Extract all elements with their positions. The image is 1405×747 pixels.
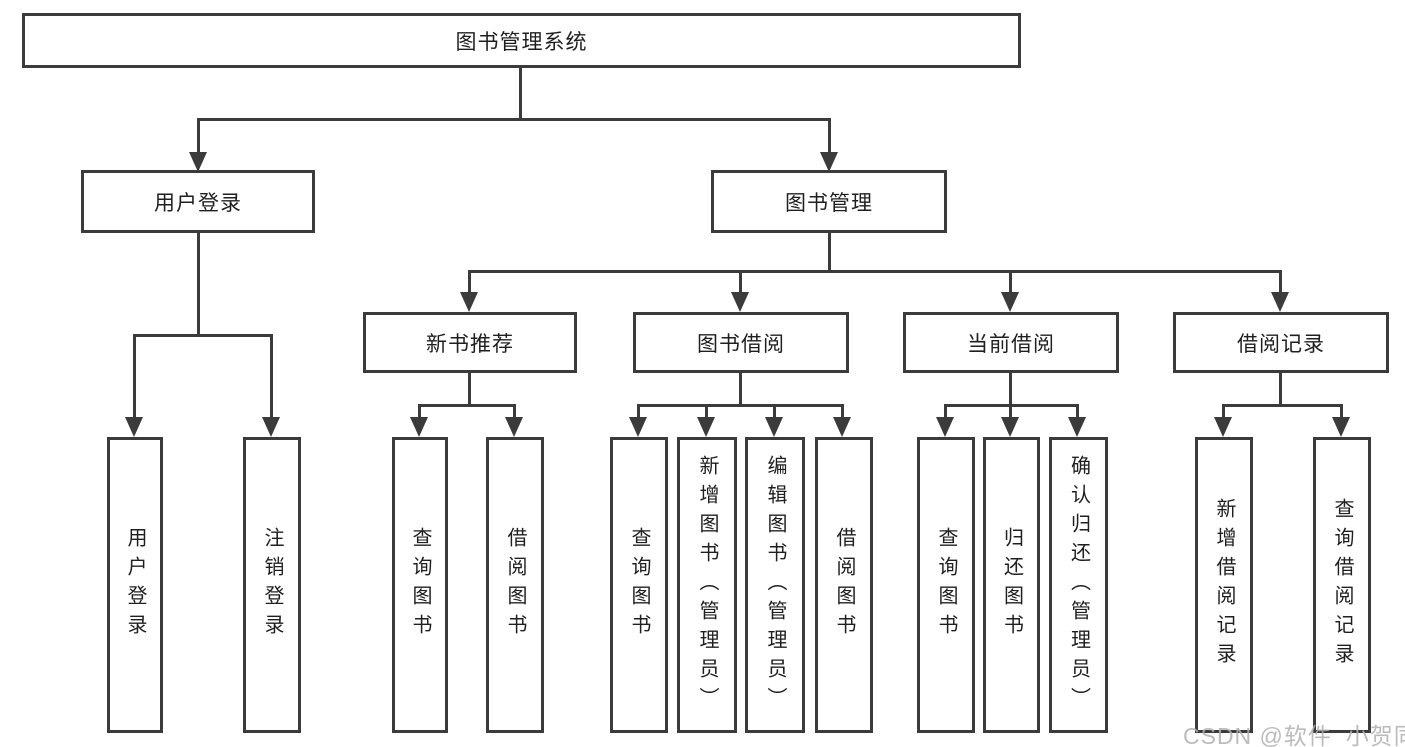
- arrow-down-add-record: [1214, 417, 1232, 437]
- node-borrow-record-label: 借阅记录: [1237, 332, 1325, 356]
- node-root-label: 图书管理系统: [455, 30, 588, 54]
- arrow-down-bor-borrow: [833, 417, 851, 437]
- connector-stem-user-login: [197, 118, 200, 154]
- connector-stem-book-borrow: [739, 270, 742, 294]
- connector-stem-bor-borrow: [841, 404, 844, 420]
- arrow-down-cur-query: [936, 417, 954, 437]
- connector-stem-bor-query: [637, 404, 640, 420]
- leaf-bor-edit-book-admin-label: 编辑图书（管理员）: [764, 454, 786, 716]
- leaf-user-login-label: 用户登录: [124, 527, 146, 643]
- csdn-watermark: CSDN @软件_小贺同学: [1183, 723, 1405, 747]
- leaf-cur-confirm-return-admin: 确认归还（管理员）: [1049, 437, 1108, 733]
- node-current-borrow-label: 当前借阅: [967, 332, 1055, 356]
- arrow-down-book-mgmt: [820, 152, 838, 172]
- leaf-bor-add-book-admin-label: 新增图书（管理员）: [696, 454, 718, 716]
- connector-stem-book-mgmt: [828, 118, 831, 154]
- connector-newbookrec-horizontal: [418, 404, 516, 407]
- leaf-rec-query-book: 查询图书: [392, 437, 448, 733]
- connector-stem-rec-query: [418, 404, 421, 420]
- connector-bookmgmt-vertical: [828, 233, 831, 272]
- connector-stem-bor-add: [705, 404, 708, 420]
- connector-userlogin-vertical: [197, 233, 200, 336]
- connector-userlogin-horizontal: [133, 334, 273, 337]
- leaf-rec-query-book-label: 查询图书: [409, 527, 431, 643]
- node-current-borrow: 当前借阅: [903, 312, 1119, 373]
- leaf-bor-edit-book-admin: 编辑图书（管理员）: [745, 437, 805, 733]
- connector-root-vertical: [519, 68, 522, 121]
- arrow-down-leaf-logout: [262, 417, 280, 437]
- connector-bookborrow-vertical: [739, 373, 742, 406]
- leaf-bor-add-book-admin: 新增图书（管理员）: [677, 437, 737, 733]
- connector-newbookrec-vertical: [468, 373, 471, 406]
- arrow-down-new-book-rec: [460, 292, 478, 312]
- connector-borrowrecord-horizontal: [1222, 404, 1343, 407]
- connector-currentborrow-vertical: [1009, 373, 1012, 406]
- arrow-down-leaf-user-login: [125, 417, 143, 437]
- leaf-bor-borrow-book: 借阅图书: [815, 437, 873, 733]
- node-book-borrow: 图书借阅: [633, 312, 849, 373]
- leaf-cur-query-book-label: 查询图书: [935, 527, 957, 643]
- arrow-down-current-borrow: [1001, 292, 1019, 312]
- leaf-cur-query-book: 查询图书: [917, 437, 975, 733]
- leaf-rec-borrow-book-label: 借阅图书: [504, 527, 526, 643]
- connector-stem-rec-borrow: [513, 404, 516, 420]
- connector-stem-leaf-user-login: [133, 334, 136, 419]
- connector-root-horizontal: [197, 118, 831, 121]
- connector-stem-new-book-rec: [468, 270, 471, 294]
- node-book-management-label: 图书管理: [785, 191, 873, 215]
- leaf-cur-confirm-return-admin-label: 确认归还（管理员）: [1067, 454, 1090, 716]
- arrow-down-borrow-record: [1271, 292, 1289, 312]
- node-book-management: 图书管理: [711, 170, 947, 233]
- arrow-down-rec-borrow: [505, 417, 523, 437]
- arrow-down-bor-query: [629, 417, 647, 437]
- leaf-user-login: 用户登录: [107, 437, 163, 733]
- arrow-down-bor-add: [697, 417, 715, 437]
- arrow-down-user-login: [189, 152, 207, 172]
- node-user-login: 用户登录: [81, 170, 315, 233]
- arrow-down-book-borrow: [731, 292, 749, 312]
- leaf-logout-login-label: 注销登录: [261, 527, 283, 643]
- arrow-down-bor-edit: [765, 417, 783, 437]
- leaf-rec-borrow-book: 借阅图书: [486, 437, 544, 733]
- leaf-cur-return-book: 归还图书: [983, 437, 1040, 733]
- node-borrow-record: 借阅记录: [1173, 312, 1389, 373]
- node-root: 图书管理系统: [22, 13, 1021, 68]
- arrow-down-rec-query: [410, 417, 428, 437]
- connector-stem-add-record: [1222, 404, 1225, 420]
- node-user-login-label: 用户登录: [154, 191, 242, 215]
- arrow-down-cur-confirm: [1068, 417, 1086, 437]
- node-new-book-recommend: 新书推荐: [363, 312, 577, 373]
- connector-stem-cur-query: [944, 404, 947, 420]
- connector-bookborrow-horizontal: [637, 404, 844, 407]
- leaf-bor-query-book-label: 查询图书: [628, 527, 650, 643]
- leaf-add-borrow-record-label: 新增借阅记录: [1213, 498, 1235, 672]
- leaf-cur-return-book-label: 归还图书: [1000, 527, 1023, 643]
- connector-stem-bor-edit: [773, 404, 776, 420]
- leaf-query-borrow-record: 查询借阅记录: [1313, 437, 1371, 733]
- leaf-bor-query-book: 查询图书: [610, 437, 668, 733]
- arrow-down-cur-return: [1001, 417, 1019, 437]
- connector-stem-cur-confirm: [1076, 404, 1079, 420]
- connector-stem-leaf-logout: [270, 334, 273, 419]
- leaf-query-borrow-record-label: 查询借阅记录: [1331, 498, 1353, 672]
- connector-stem-query-record: [1340, 404, 1343, 420]
- node-new-book-recommend-label: 新书推荐: [426, 332, 514, 356]
- connector-stem-borrow-record: [1279, 270, 1282, 294]
- leaf-add-borrow-record: 新增借阅记录: [1195, 437, 1253, 733]
- connector-stem-cur-return: [1009, 404, 1012, 420]
- connector-bookmgmt-horizontal: [468, 270, 1282, 273]
- node-book-borrow-label: 图书借阅: [697, 332, 785, 356]
- connector-stem-current-borrow: [1009, 270, 1012, 294]
- arrow-down-query-record: [1332, 417, 1350, 437]
- leaf-logout-login: 注销登录: [243, 437, 301, 733]
- connector-borrowrecord-vertical: [1279, 373, 1282, 406]
- leaf-bor-borrow-book-label: 借阅图书: [833, 527, 855, 643]
